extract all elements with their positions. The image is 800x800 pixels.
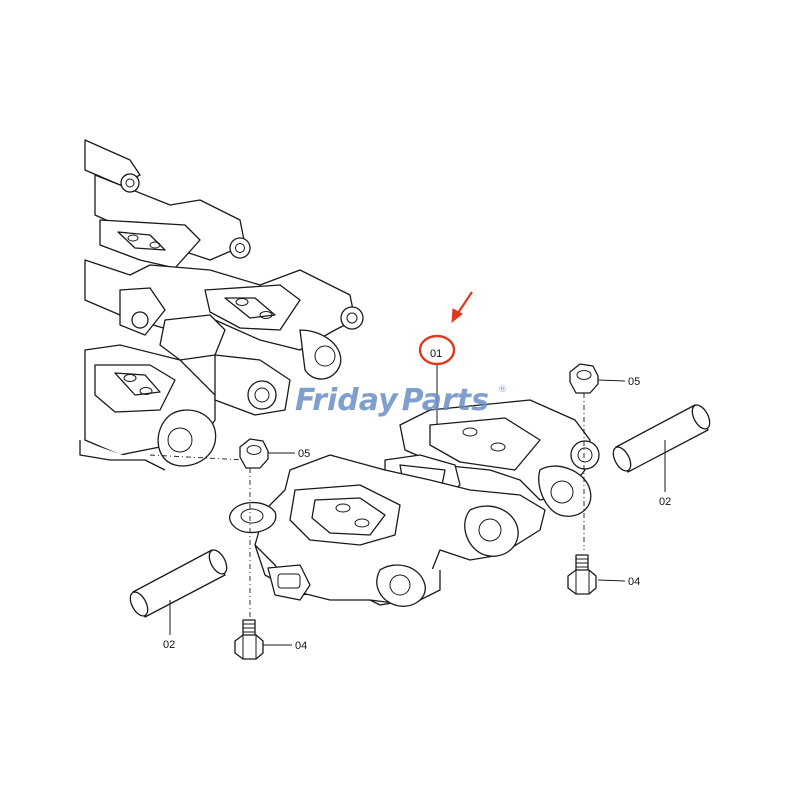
highlight-circle: [418, 334, 456, 366]
bolt-04-right: [567, 554, 597, 595]
leader-lines: [169, 363, 666, 646]
track-chain-background: [79, 139, 364, 471]
watermark-part-2: Parts: [402, 383, 489, 418]
nut-05-left: [239, 438, 269, 620]
nut-05-right: [569, 363, 599, 550]
watermark-part-1: Friday: [295, 383, 399, 418]
watermark-registered-mark: ®: [498, 385, 507, 395]
track-link-01: [229, 399, 600, 607]
callout-02-left-label: 02: [163, 639, 175, 651]
callout-04-left-label: 04: [295, 640, 307, 652]
callout-04-right-label: 04: [628, 576, 640, 588]
highlight-annotation: [418, 291, 473, 366]
callout-05-left-label: 05: [298, 448, 310, 460]
callout-01-label: 01: [430, 348, 442, 360]
callout-02-right-label: 02: [659, 496, 671, 508]
pin-02-left: [129, 549, 228, 618]
highlight-arrow-icon: [451, 291, 473, 324]
bolt-04-left: [234, 619, 264, 660]
pin-02-right: [612, 404, 711, 473]
callout-05-right-label: 05: [628, 376, 640, 388]
